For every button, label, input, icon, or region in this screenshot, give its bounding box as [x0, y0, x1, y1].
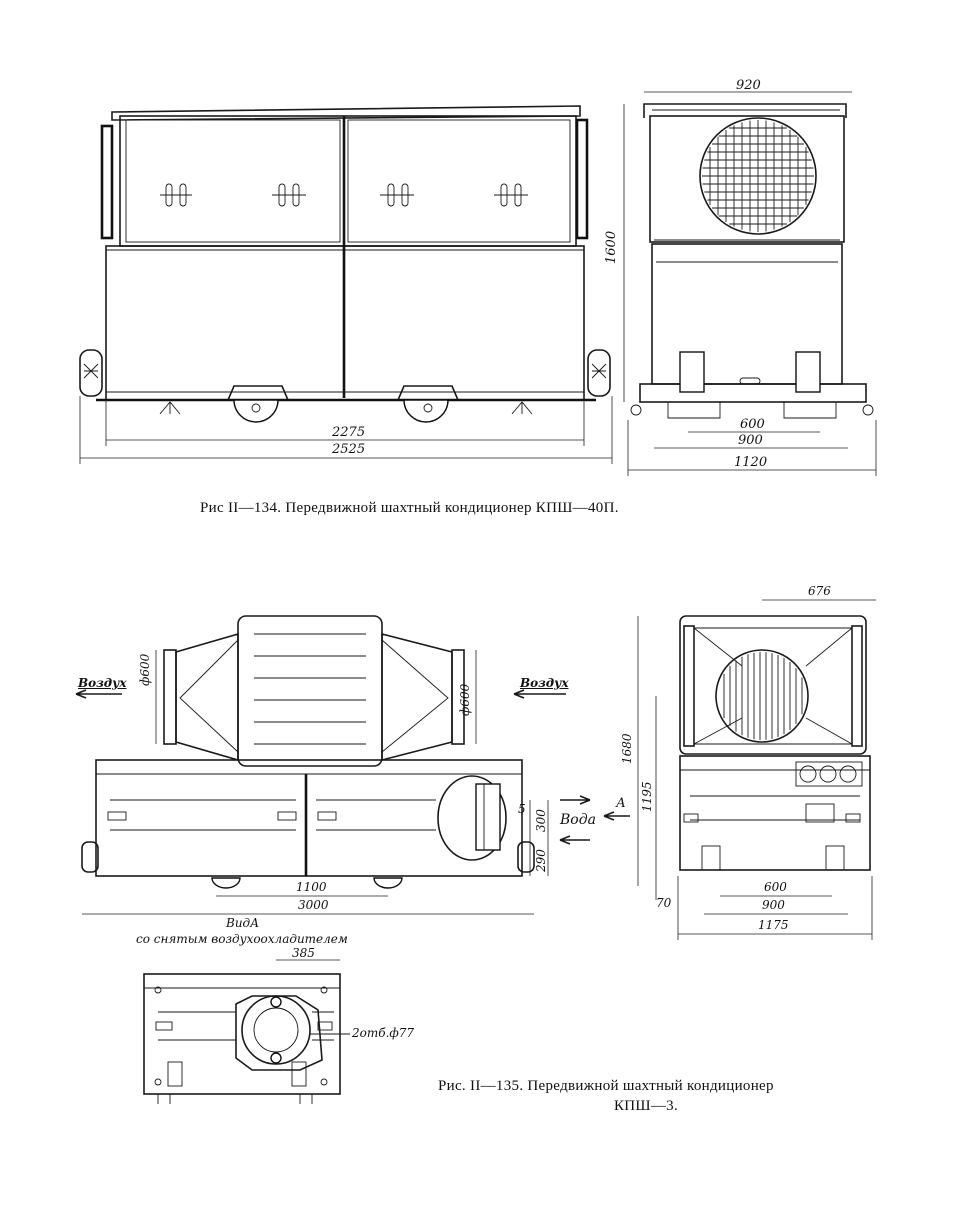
fig135-caption-line1: Рис. II—135. Передвижной шахтный кондици… [438, 1078, 774, 1095]
holes-label: 2отб.ф77 [352, 1026, 414, 1040]
fig135-caption-line2: КПШ—3. [614, 1098, 678, 1115]
